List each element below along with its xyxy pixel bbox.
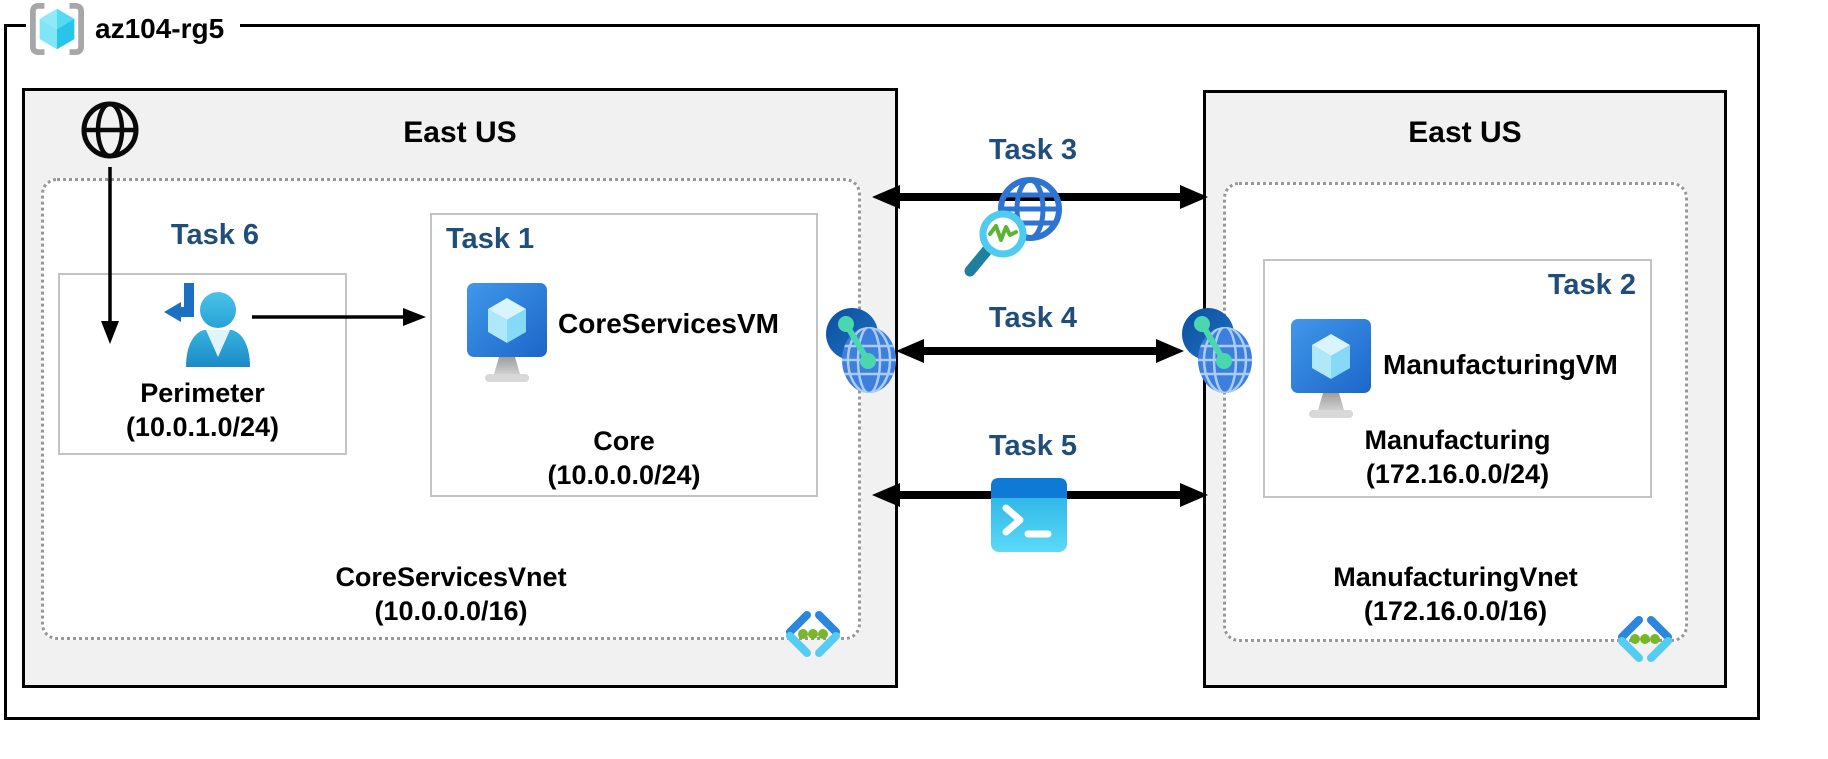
- region-label-left: East US: [403, 116, 517, 149]
- region-label-right: East US: [1408, 116, 1522, 149]
- manufacturing-subnet-name: Manufacturing: [1364, 425, 1551, 455]
- manufacturing-vm-name: ManufacturingVM: [1383, 349, 1618, 380]
- core-vm-name: CoreServicesVM: [558, 308, 780, 339]
- core-subnet-cidr: (10.0.0.0/24): [547, 460, 701, 490]
- coreservices-vnet-label: CoreServicesVnet (10.0.0.0/16): [41, 560, 861, 628]
- manufacturing-vnet-cidr: (172.16.0.0/16): [1363, 596, 1548, 626]
- task4-label: Task 4: [988, 302, 1078, 334]
- vnet-peering-icon-left: [822, 300, 900, 396]
- perimeter-subnet-box: Perimeter (10.0.1.0/24): [58, 273, 347, 455]
- task2-label: Task 2: [1547, 269, 1636, 301]
- manufacturing-vnet-label: ManufacturingVnet (172.16.0.0/16): [1223, 560, 1688, 628]
- manufacturing-vnet-name: ManufacturingVnet: [1333, 562, 1578, 592]
- network-watcher-icon: [962, 172, 1076, 282]
- vnet-icon-right: [1616, 616, 1674, 662]
- task5-label: Task 5: [988, 430, 1078, 462]
- perimeter-subnet-cidr: (10.0.1.0/24): [125, 412, 280, 442]
- resource-group-icon: [28, 2, 86, 56]
- coreservices-vnet-cidr: (10.0.0.0/16): [374, 596, 528, 626]
- core-subnet-name: Core: [593, 426, 655, 456]
- internet-globe-icon: [81, 99, 139, 161]
- cloud-shell-icon: [990, 477, 1068, 553]
- coreservices-vnet-name: CoreServicesVnet: [335, 562, 567, 592]
- manufacturing-subnet-box: Task 2 ManufacturingVM Manufacturing (17…: [1263, 259, 1652, 498]
- vnet-icon-left: [784, 611, 842, 657]
- manufacturing-subnet-cidr: (172.16.0.0/24): [1365, 459, 1550, 489]
- resource-group-name: az104-rg5: [95, 13, 225, 44]
- core-subnet-box: Task 1 CoreServicesVM Core: [430, 213, 818, 497]
- virtual-machine-icon: [465, 281, 549, 383]
- virtual-machine-icon: [1289, 317, 1373, 419]
- resource-group-box: [4, 24, 1760, 720]
- task1-label: Task 1: [446, 223, 535, 255]
- vnet-peering-icon-right: [1178, 300, 1256, 396]
- perimeter-subnet-name: Perimeter: [140, 378, 265, 408]
- task6-label: Task 6: [170, 219, 260, 251]
- task3-label: Task 3: [988, 134, 1078, 166]
- resource-group-label: az104-rg5: [26, 0, 241, 58]
- user-signin-icon: [160, 279, 252, 371]
